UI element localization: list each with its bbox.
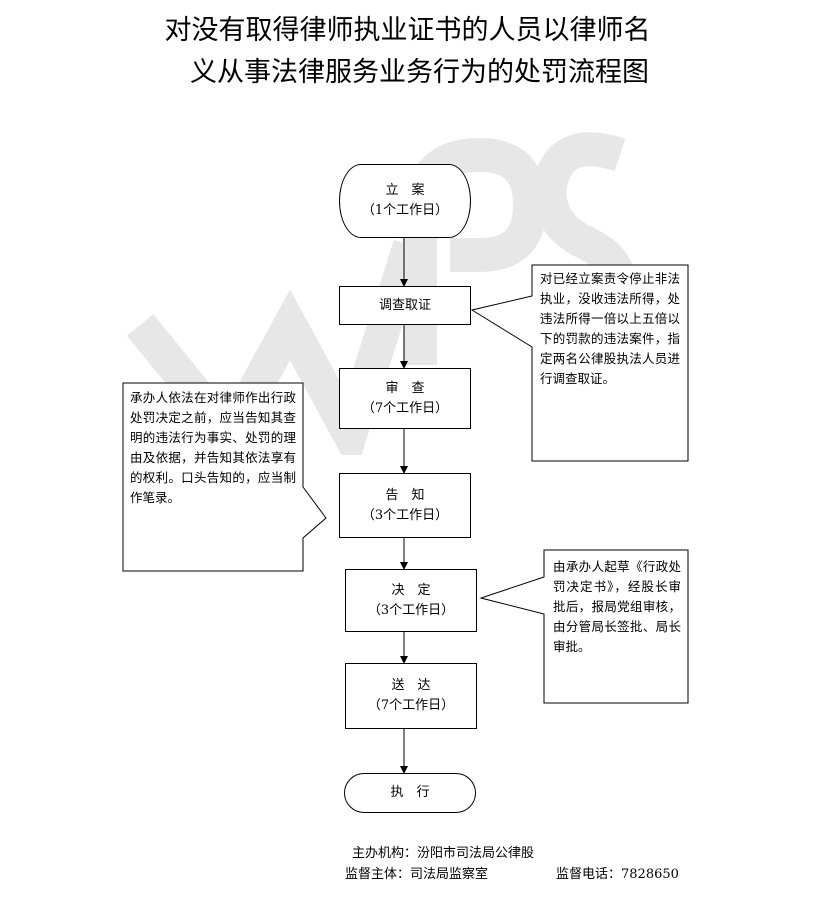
step-decide-label: 决 定: [391, 582, 431, 598]
step-decide-days: （3个工作日）: [367, 602, 455, 618]
step-deliver-days: （7个工作日）: [367, 698, 455, 713]
footer-organizer: 主办机构：汾阳市司法局公律股: [352, 846, 535, 861]
step-review-label: 审 查: [385, 380, 425, 396]
step-notify: 告 知 （3个工作日）: [339, 473, 471, 538]
page-title-line-2: 义从事法律服务业务行为的处罚流程图: [190, 57, 649, 88]
step-filing-days: （1个工作日）: [361, 203, 449, 218]
step-filing-label: 立 案: [385, 183, 425, 198]
step-investigate: 调查取证: [339, 286, 471, 325]
note-investigate: 对已经立案责令停止非法执业，没收违法所得，处违法所得一倍以上五倍以下的罚款的违法…: [540, 271, 680, 386]
step-deliver-label: 送 达: [391, 678, 431, 693]
step-execute: 执 行: [344, 773, 476, 813]
step-decide: 决 定 （3个工作日）: [345, 569, 477, 632]
step-investigate-label: 调查取证: [378, 297, 431, 313]
step-deliver: 送 达 （7个工作日）: [345, 663, 477, 729]
callout-investigate-shape: [470, 264, 689, 462]
step-review-days: （7个工作日）: [361, 400, 449, 416]
footer-supervisor: 监督主体：司法局监察室: [345, 867, 489, 882]
step-notify-label: 告 知: [385, 487, 425, 503]
step-filing: 立 案 （1个工作日）: [339, 164, 471, 238]
callout-notify-shape: [122, 382, 327, 572]
page-title-line-1: 对没有取得律师执业证书的人员以律师名: [164, 15, 651, 46]
footer-phone: 监督电话：7828650: [556, 867, 679, 882]
callout-decide-shape: [479, 549, 689, 704]
step-execute-label: 执 行: [390, 785, 430, 800]
note-decide: 由承办人起草《行政处罚决定书》，经股长审批后，报局党组审核，由分管局长签批、局长…: [553, 559, 681, 654]
note-notify: 承办人依法在对律师作出行政处罚决定之前，应当告知其查明的违法行为事实、处罚的理由…: [130, 390, 296, 505]
step-review: 审 查 （7个工作日）: [339, 368, 471, 429]
step-notify-days: （3个工作日）: [361, 507, 449, 523]
